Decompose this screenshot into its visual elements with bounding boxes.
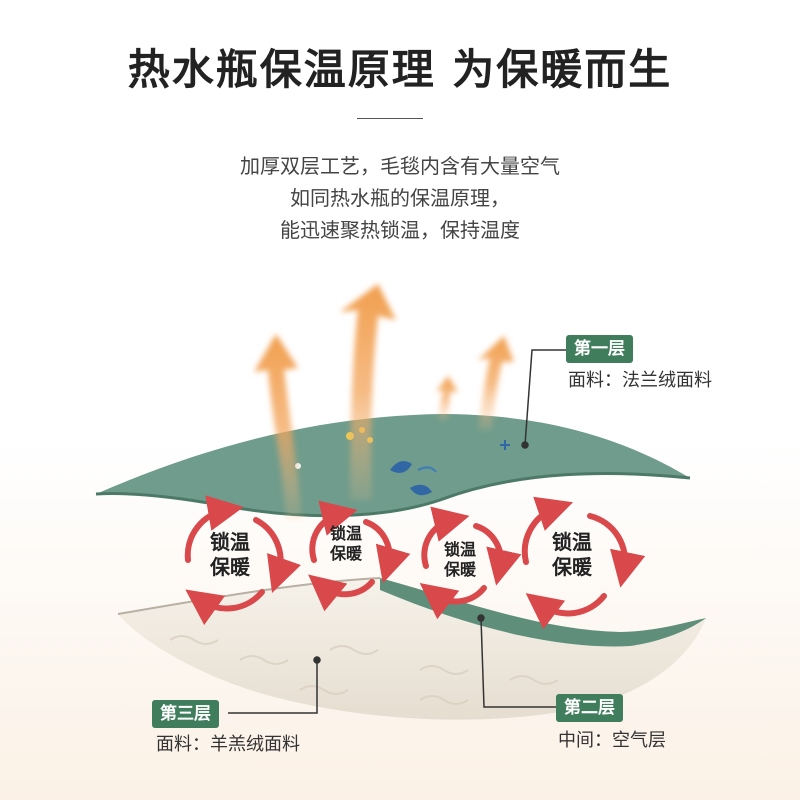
- layer-1-tag: 第一层: [566, 335, 633, 363]
- ring-label-3: 锁温 保暖: [440, 540, 480, 580]
- ring-label-line: 锁温: [326, 524, 366, 544]
- ring-label-line: 锁温: [440, 540, 480, 560]
- ring-label-line: 保暖: [440, 560, 480, 580]
- cycle-arrow: [366, 522, 389, 566]
- ring-label-4: 锁温 保暖: [548, 530, 596, 580]
- layer-1-desc: 面料：法兰绒面料: [568, 366, 712, 392]
- ring-label-line: 锁温: [206, 530, 254, 555]
- layer-3-desc: 面料：羊羔绒面料: [156, 730, 300, 756]
- ring-label-line: 保暖: [326, 544, 366, 564]
- layer-2-desc: 中间：空气层: [558, 726, 666, 752]
- ring-label-line: 保暖: [206, 555, 254, 580]
- cycle-arrow: [434, 588, 484, 601]
- layer-3-tag: 第三层: [152, 700, 219, 728]
- ring-label-line: 保暖: [548, 555, 596, 580]
- cycle-arrow: [256, 520, 281, 576]
- ring-label-1: 锁温 保暖: [206, 530, 254, 580]
- ring-label-line: 锁温: [548, 530, 596, 555]
- heat-arrow-4: [478, 336, 514, 430]
- cycle-arrow: [540, 596, 604, 613]
- layer-2-tag: 第二层: [556, 694, 623, 722]
- heat-arrow-3: [436, 376, 458, 420]
- ring-label-2: 锁温 保暖: [326, 524, 366, 564]
